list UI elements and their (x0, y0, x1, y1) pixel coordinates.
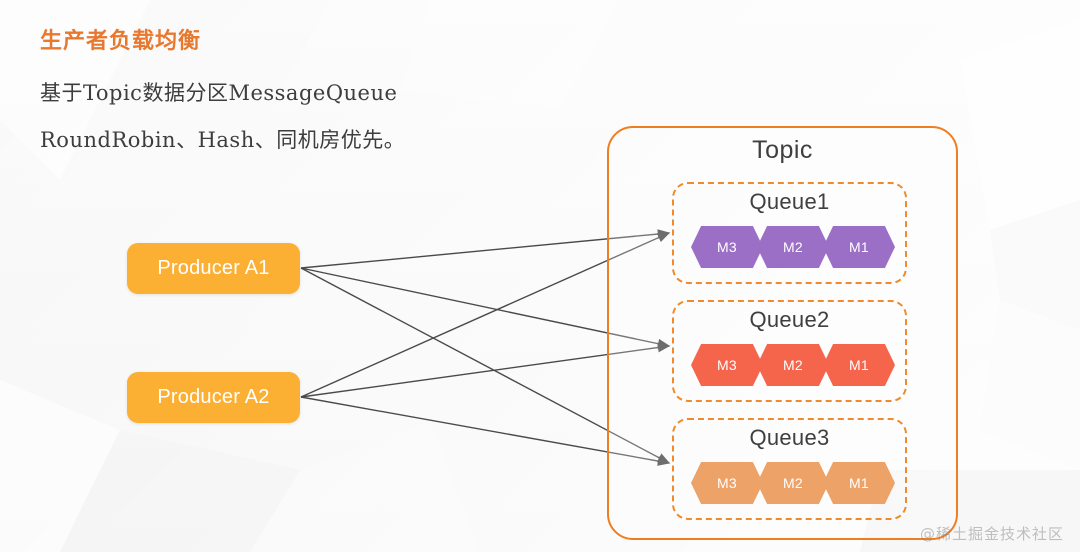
producer-a1-node[interactable]: Producer A1 (127, 243, 300, 294)
message-label: M3 (716, 475, 738, 491)
queue-3-label: Queue3 (749, 425, 830, 450)
subtitle-line-2: RoundRobin、Hash、同机房优先。 (40, 128, 406, 152)
message-hex[interactable]: M3 (691, 226, 763, 268)
producer-a1-label: Producer A1 (157, 257, 270, 279)
message-label: M2 (782, 475, 804, 491)
topic-label: Topic (752, 136, 813, 164)
message-hex[interactable]: M3 (691, 462, 763, 504)
message-label: M1 (848, 475, 870, 491)
message-hex[interactable]: M1 (823, 226, 895, 268)
subtitle-line-1: 基于Topic数据分区MessageQueue (40, 81, 398, 105)
page-subtitle: 基于Topic数据分区MessageQueue RoundRobin、Hash、… (40, 70, 600, 164)
queue-2-box[interactable]: Queue2 M3 M2 M1 (672, 300, 907, 402)
producer-a2-label: Producer A2 (157, 386, 270, 408)
message-hex[interactable]: M2 (757, 226, 829, 268)
queue-2-label: Queue2 (749, 307, 830, 332)
queue-2-messages: M3 M2 M1 (691, 344, 895, 386)
message-label: M1 (848, 239, 870, 255)
message-label: M2 (782, 357, 804, 373)
message-label: M1 (848, 357, 870, 373)
message-label: M3 (716, 357, 738, 373)
message-label: M3 (716, 239, 738, 255)
queue-1-box[interactable]: Queue1 M3 M2 M1 (672, 182, 907, 284)
message-hex[interactable]: M2 (757, 344, 829, 386)
message-hex[interactable]: M1 (823, 462, 895, 504)
queue-1-messages: M3 M2 M1 (691, 226, 895, 268)
watermark: @稀土掘金技术社区 (919, 525, 1064, 543)
message-hex[interactable]: M3 (691, 344, 763, 386)
queue-3-box[interactable]: Queue3 M3 M2 M1 (672, 418, 907, 520)
topic-container[interactable]: Topic Queue1 M3 M2 M1 Queue2 M3 (607, 126, 958, 540)
queue-1-label: Queue1 (749, 189, 830, 214)
heading-block: 生产者负载均衡 基于Topic数据分区MessageQueue RoundRob… (40, 26, 600, 164)
message-label: M2 (782, 239, 804, 255)
queue-3-messages: M3 M2 M1 (691, 462, 895, 504)
page-title: 生产者负载均衡 (40, 28, 202, 54)
message-hex[interactable]: M2 (757, 462, 829, 504)
producer-a2-node[interactable]: Producer A2 (127, 372, 300, 423)
message-hex[interactable]: M1 (823, 344, 895, 386)
